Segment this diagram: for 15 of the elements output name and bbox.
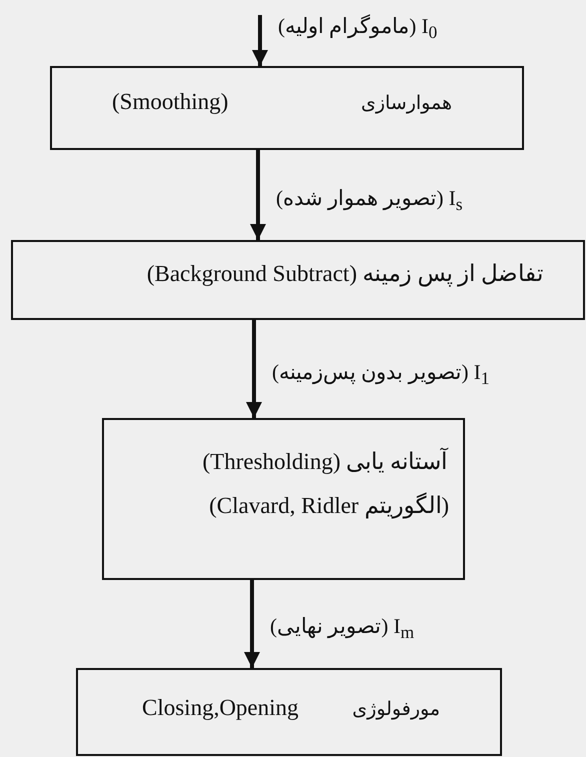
- box-text: تفاضل از پس زمینه (Background Subtract): [146, 260, 543, 288]
- process-box: [50, 66, 524, 150]
- process-box: [11, 240, 585, 320]
- box-text: Closing,Opening: [142, 694, 299, 722]
- process-box: [102, 418, 465, 580]
- arrow: [244, 580, 260, 668]
- arrow: [252, 15, 268, 66]
- arrow: [246, 320, 262, 418]
- process-box: [76, 668, 502, 756]
- box-text: (الگوریتم Clavard, Ridler): [209, 492, 449, 520]
- box-text: مورفولوژی: [352, 698, 440, 721]
- box-text: (Smoothing): [112, 88, 228, 116]
- arrow: [250, 150, 266, 240]
- box-text: آستانه یابی (Thresholding): [202, 448, 447, 476]
- box-text: هموارسازی: [360, 92, 452, 115]
